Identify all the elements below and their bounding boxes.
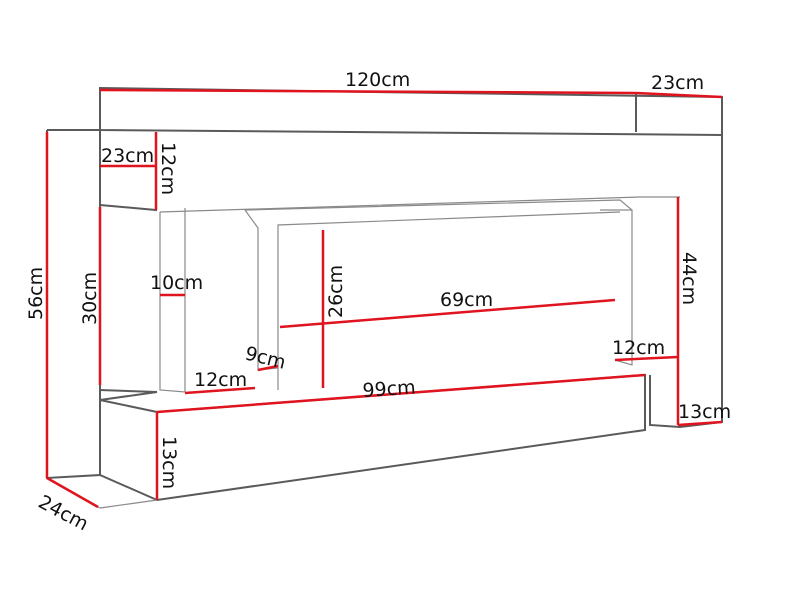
dimension-lines	[45, 88, 723, 509]
dimension-labels: 120cm 23cm 23cm 12cm 56cm 30cm 10cm 26cm…	[25, 69, 731, 535]
label-right-base-height: 13cm	[678, 401, 731, 423]
label-left-shelf-depth: 23cm	[101, 145, 154, 167]
label-firebox-height: 26cm	[325, 265, 347, 318]
label-firebox-width: 69cm	[440, 289, 493, 311]
dim-line-inner-left	[184, 386, 256, 395]
label-total-height: 56cm	[25, 267, 47, 320]
dim-line-firebox-base	[257, 364, 279, 372]
label-firebox-base: 9cm	[243, 343, 288, 374]
dim-line-depth	[46, 476, 99, 509]
dim-line-inner-right	[614, 355, 679, 362]
dim-line-total-width	[99, 88, 637, 95]
label-inner-side: 10cm	[150, 272, 203, 294]
dim-line-base-width	[156, 373, 646, 414]
label-inner-left-depth: 12cm	[194, 369, 247, 391]
dim-line-firebox-width	[279, 298, 616, 329]
label-left-opening: 30cm	[79, 272, 101, 325]
label-right-height: 44cm	[678, 252, 700, 305]
label-total-width: 120cm	[345, 69, 410, 91]
label-base-width: 99cm	[362, 376, 417, 402]
label-top-thickness: 12cm	[157, 142, 179, 195]
label-top-right-depth: 23cm	[651, 72, 704, 94]
dim-line-top-right	[635, 91, 723, 99]
label-inner-right-depth: 12cm	[612, 337, 665, 359]
label-base-height: 13cm	[158, 436, 180, 489]
dim-line-right-base	[677, 420, 723, 427]
